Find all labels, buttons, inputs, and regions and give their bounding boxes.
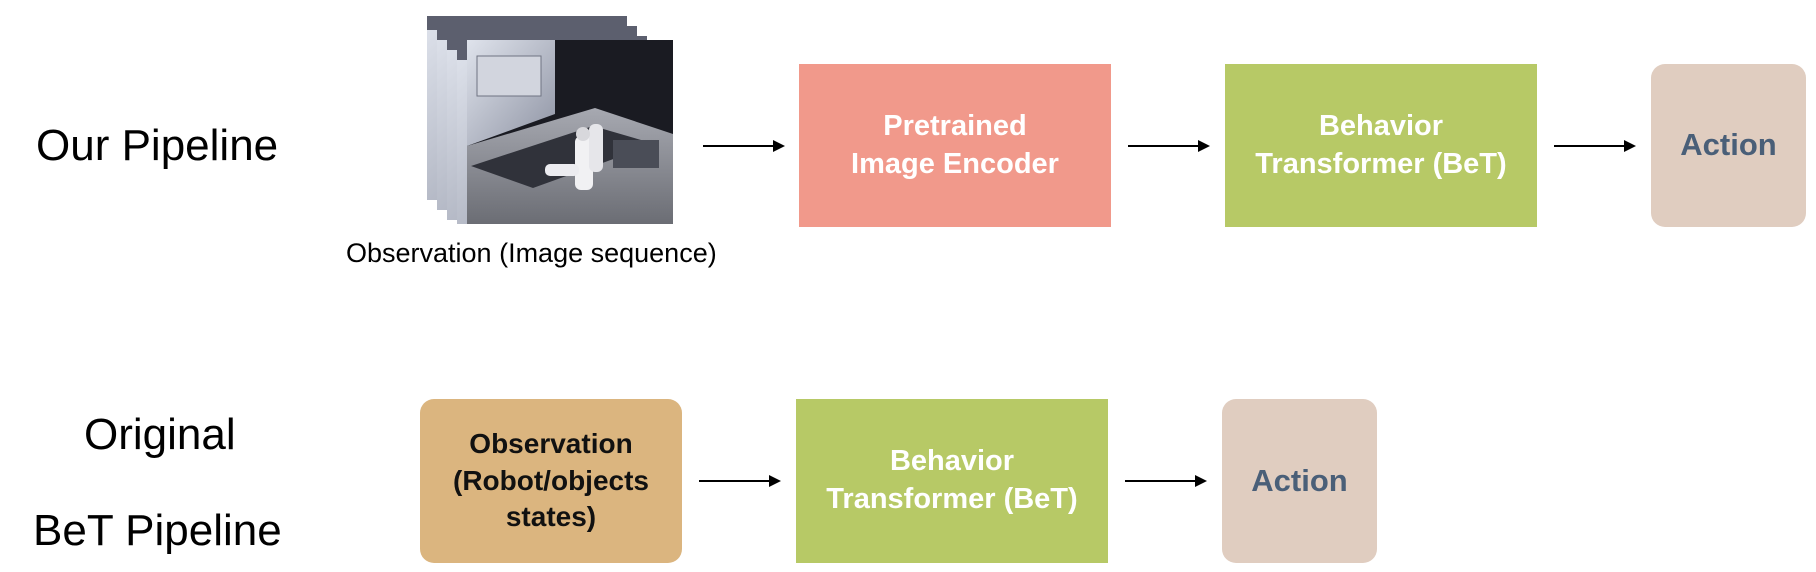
behavior-transformer-box-top: Behavior Transformer (BeT)	[1225, 64, 1537, 227]
arrow-transformer-to-action-bottom	[1125, 475, 1207, 487]
observation-image-sequence	[427, 16, 673, 224]
top-row-label: Our Pipeline	[36, 121, 279, 170]
encoder-box-line-2: Image Encoder	[851, 147, 1059, 180]
transformer-top-line-2: Transformer (BeT)	[1255, 147, 1507, 180]
action-box-bottom: Action	[1222, 399, 1377, 563]
action-top-label: Action	[1680, 127, 1777, 163]
transformer-bottom-line-1: Behavior	[889, 445, 1015, 478]
arrow-observation-to-encoder	[703, 140, 785, 152]
transformer-top-line-1: Behavior	[1318, 109, 1444, 142]
encoder-box-line-1: Pretrained	[883, 109, 1027, 142]
observation-box-line-3: states)	[505, 501, 597, 533]
observation-box-line-1: Observation	[469, 428, 633, 460]
action-box-top: Action	[1651, 64, 1806, 227]
transformer-bottom-line-2: Transformer (BeT)	[826, 483, 1078, 515]
observation-box-line-2: (Robot/objects	[453, 464, 649, 496]
behavior-transformer-box-bottom: Behavior Transformer (BeT)	[796, 399, 1108, 563]
observation-states-box: Observation (Robot/objects states)	[420, 399, 682, 563]
bottom-row-label-line-1: Original	[84, 410, 236, 459]
image-frame-front	[467, 40, 673, 224]
arrow-transformer-to-action-top	[1554, 140, 1636, 152]
action-bottom-label: Action	[1251, 462, 1348, 498]
bottom-row-label-line-2: BeT Pipeline	[33, 506, 282, 555]
arrow-observation-to-transformer-bottom	[699, 475, 781, 487]
observation-caption: Observation (Image sequence)	[346, 238, 717, 268]
arrow-encoder-to-transformer	[1128, 140, 1210, 152]
pretrained-image-encoder-box: Pretrained Image Encoder	[799, 64, 1111, 227]
